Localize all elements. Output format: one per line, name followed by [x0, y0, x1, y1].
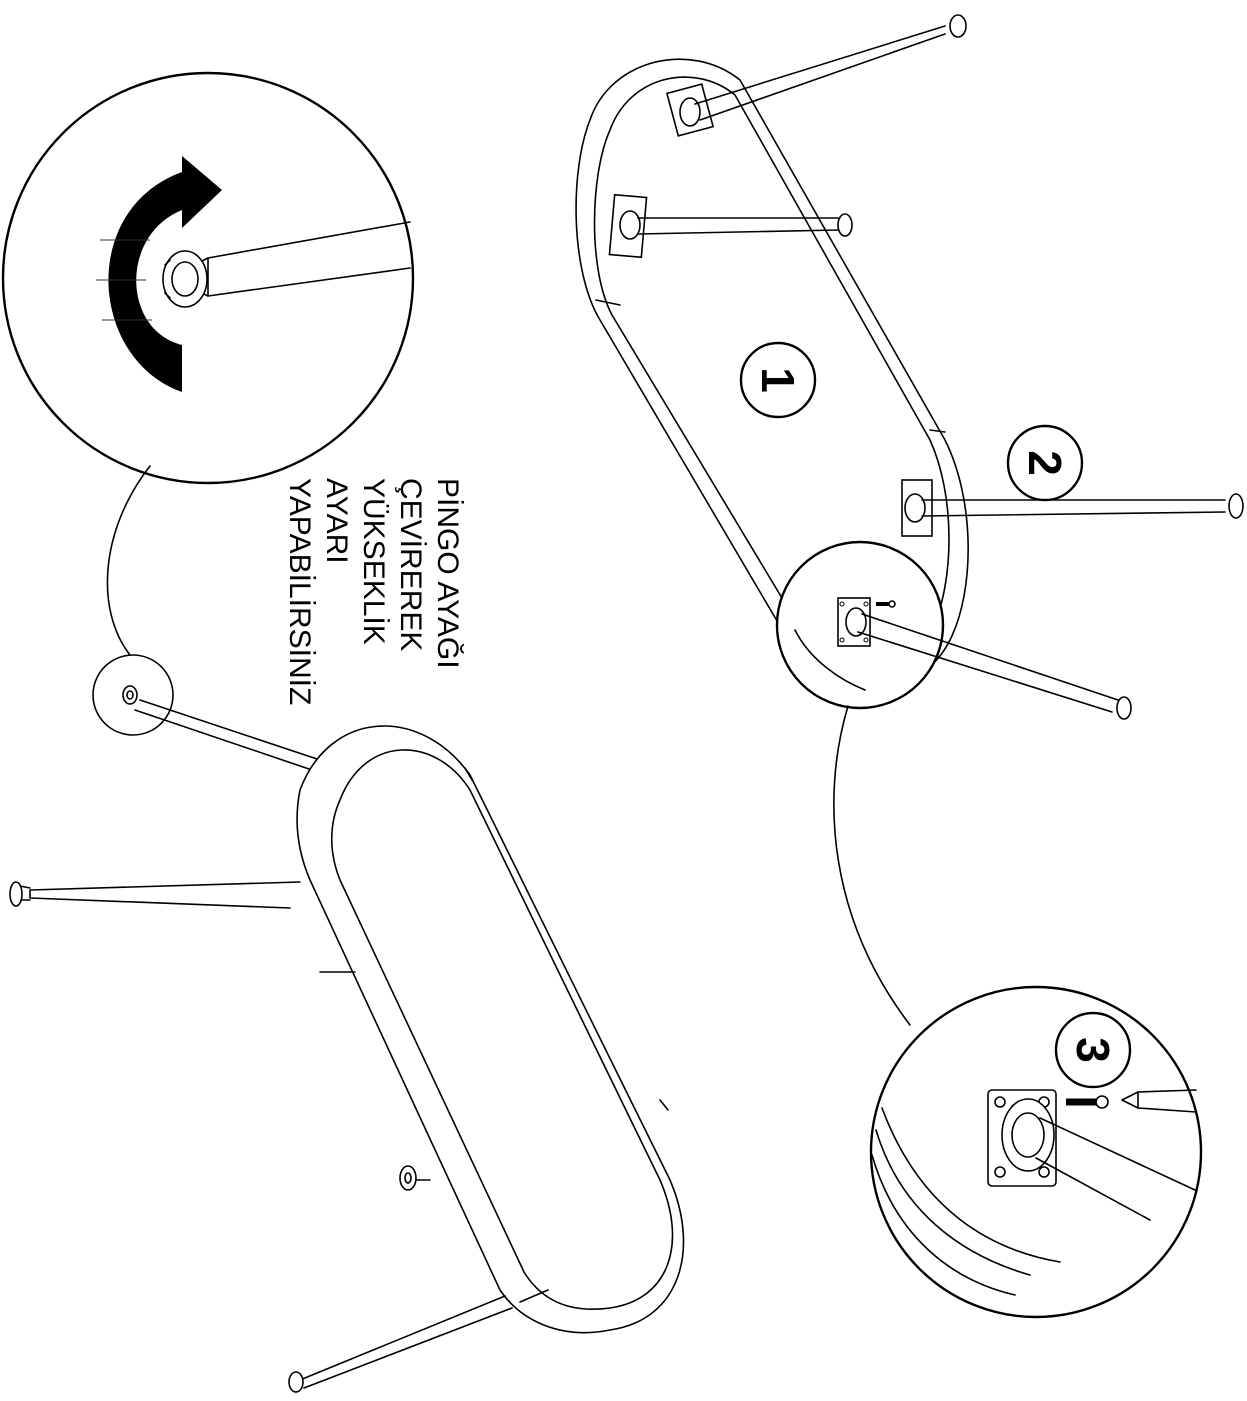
instruction-line-3: YÜKSEKLİK	[357, 478, 390, 645]
leg-detail	[162, 221, 411, 308]
leg-third	[901, 479, 1244, 537]
leg-second	[608, 193, 853, 259]
leg-top	[665, 14, 967, 137]
instruction-line-2: ÇEVİREREK	[394, 478, 427, 651]
step-2-badge: 2	[1006, 424, 1084, 502]
clockwise-rotate-arrow-icon	[96, 156, 222, 392]
screw-icon	[876, 600, 896, 608]
instruction-line-5: YAPABİLİRSİNİZ	[283, 478, 316, 705]
step-2-label: 2	[1019, 450, 1071, 476]
instruction-line-1: PİNGO AYAĞI	[431, 478, 464, 669]
step-1-label: 1	[752, 367, 804, 393]
detail-connector-left	[106, 465, 151, 656]
screwdriver-icon	[1121, 1089, 1197, 1113]
table-leg-back-left	[9, 881, 301, 909]
table-upside-down: 1 2	[575, 14, 1244, 720]
table-leg-front-middle	[399, 1165, 431, 1191]
screw-icon-large	[1066, 1095, 1109, 1109]
step-3-badge: 3	[1054, 1011, 1132, 1089]
assembled-table	[9, 699, 685, 1393]
table-leg-back-right	[134, 699, 321, 771]
instruction-line-4: AYARI	[320, 478, 353, 564]
step-3-label: 3	[1067, 1037, 1119, 1063]
table-leg-front-bottom	[288, 1295, 513, 1393]
detail-connector-right	[833, 705, 911, 1026]
step-1-badge: 1	[739, 341, 817, 419]
foot-adjust-detail	[1, 71, 415, 485]
adjust-instruction: PİNGO AYAĞI ÇEVİREREK YÜKSEKLİK AYARI YA…	[283, 478, 464, 705]
step-3-detail: 3	[869, 985, 1203, 1319]
leg-fourth	[794, 597, 1132, 720]
foot-small-circle	[92, 654, 174, 736]
